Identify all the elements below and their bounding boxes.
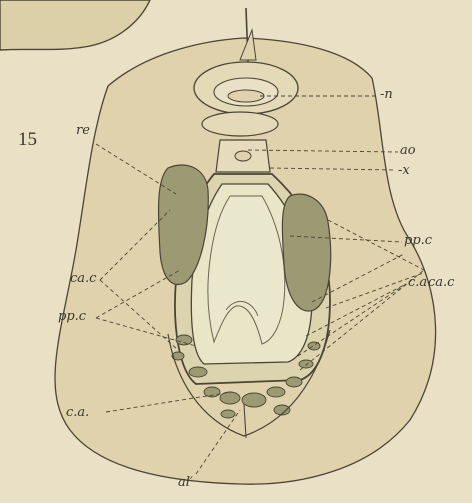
aorta-lumen [235, 151, 251, 161]
figure-number: 15 [18, 130, 37, 149]
label-cac-left: ca.c [70, 272, 96, 285]
adjacent-figure-fragment [0, 0, 150, 50]
label-x: -x [398, 164, 410, 177]
notochord [202, 112, 278, 136]
right-cardinal-mass [282, 194, 330, 311]
label-ppc-left: pp.c [58, 310, 86, 323]
label-n: -n [380, 88, 393, 101]
label-cac-right: ca.c [428, 276, 454, 289]
label-al: al′ [178, 476, 193, 489]
neural-canal [228, 90, 264, 102]
label-re: re [76, 124, 90, 137]
label-ao: ao [400, 144, 416, 157]
label-ppc-right: pp.c [404, 234, 432, 247]
label-ca-right: c.a [408, 276, 427, 289]
label-ca-left: c.a. [66, 406, 89, 419]
